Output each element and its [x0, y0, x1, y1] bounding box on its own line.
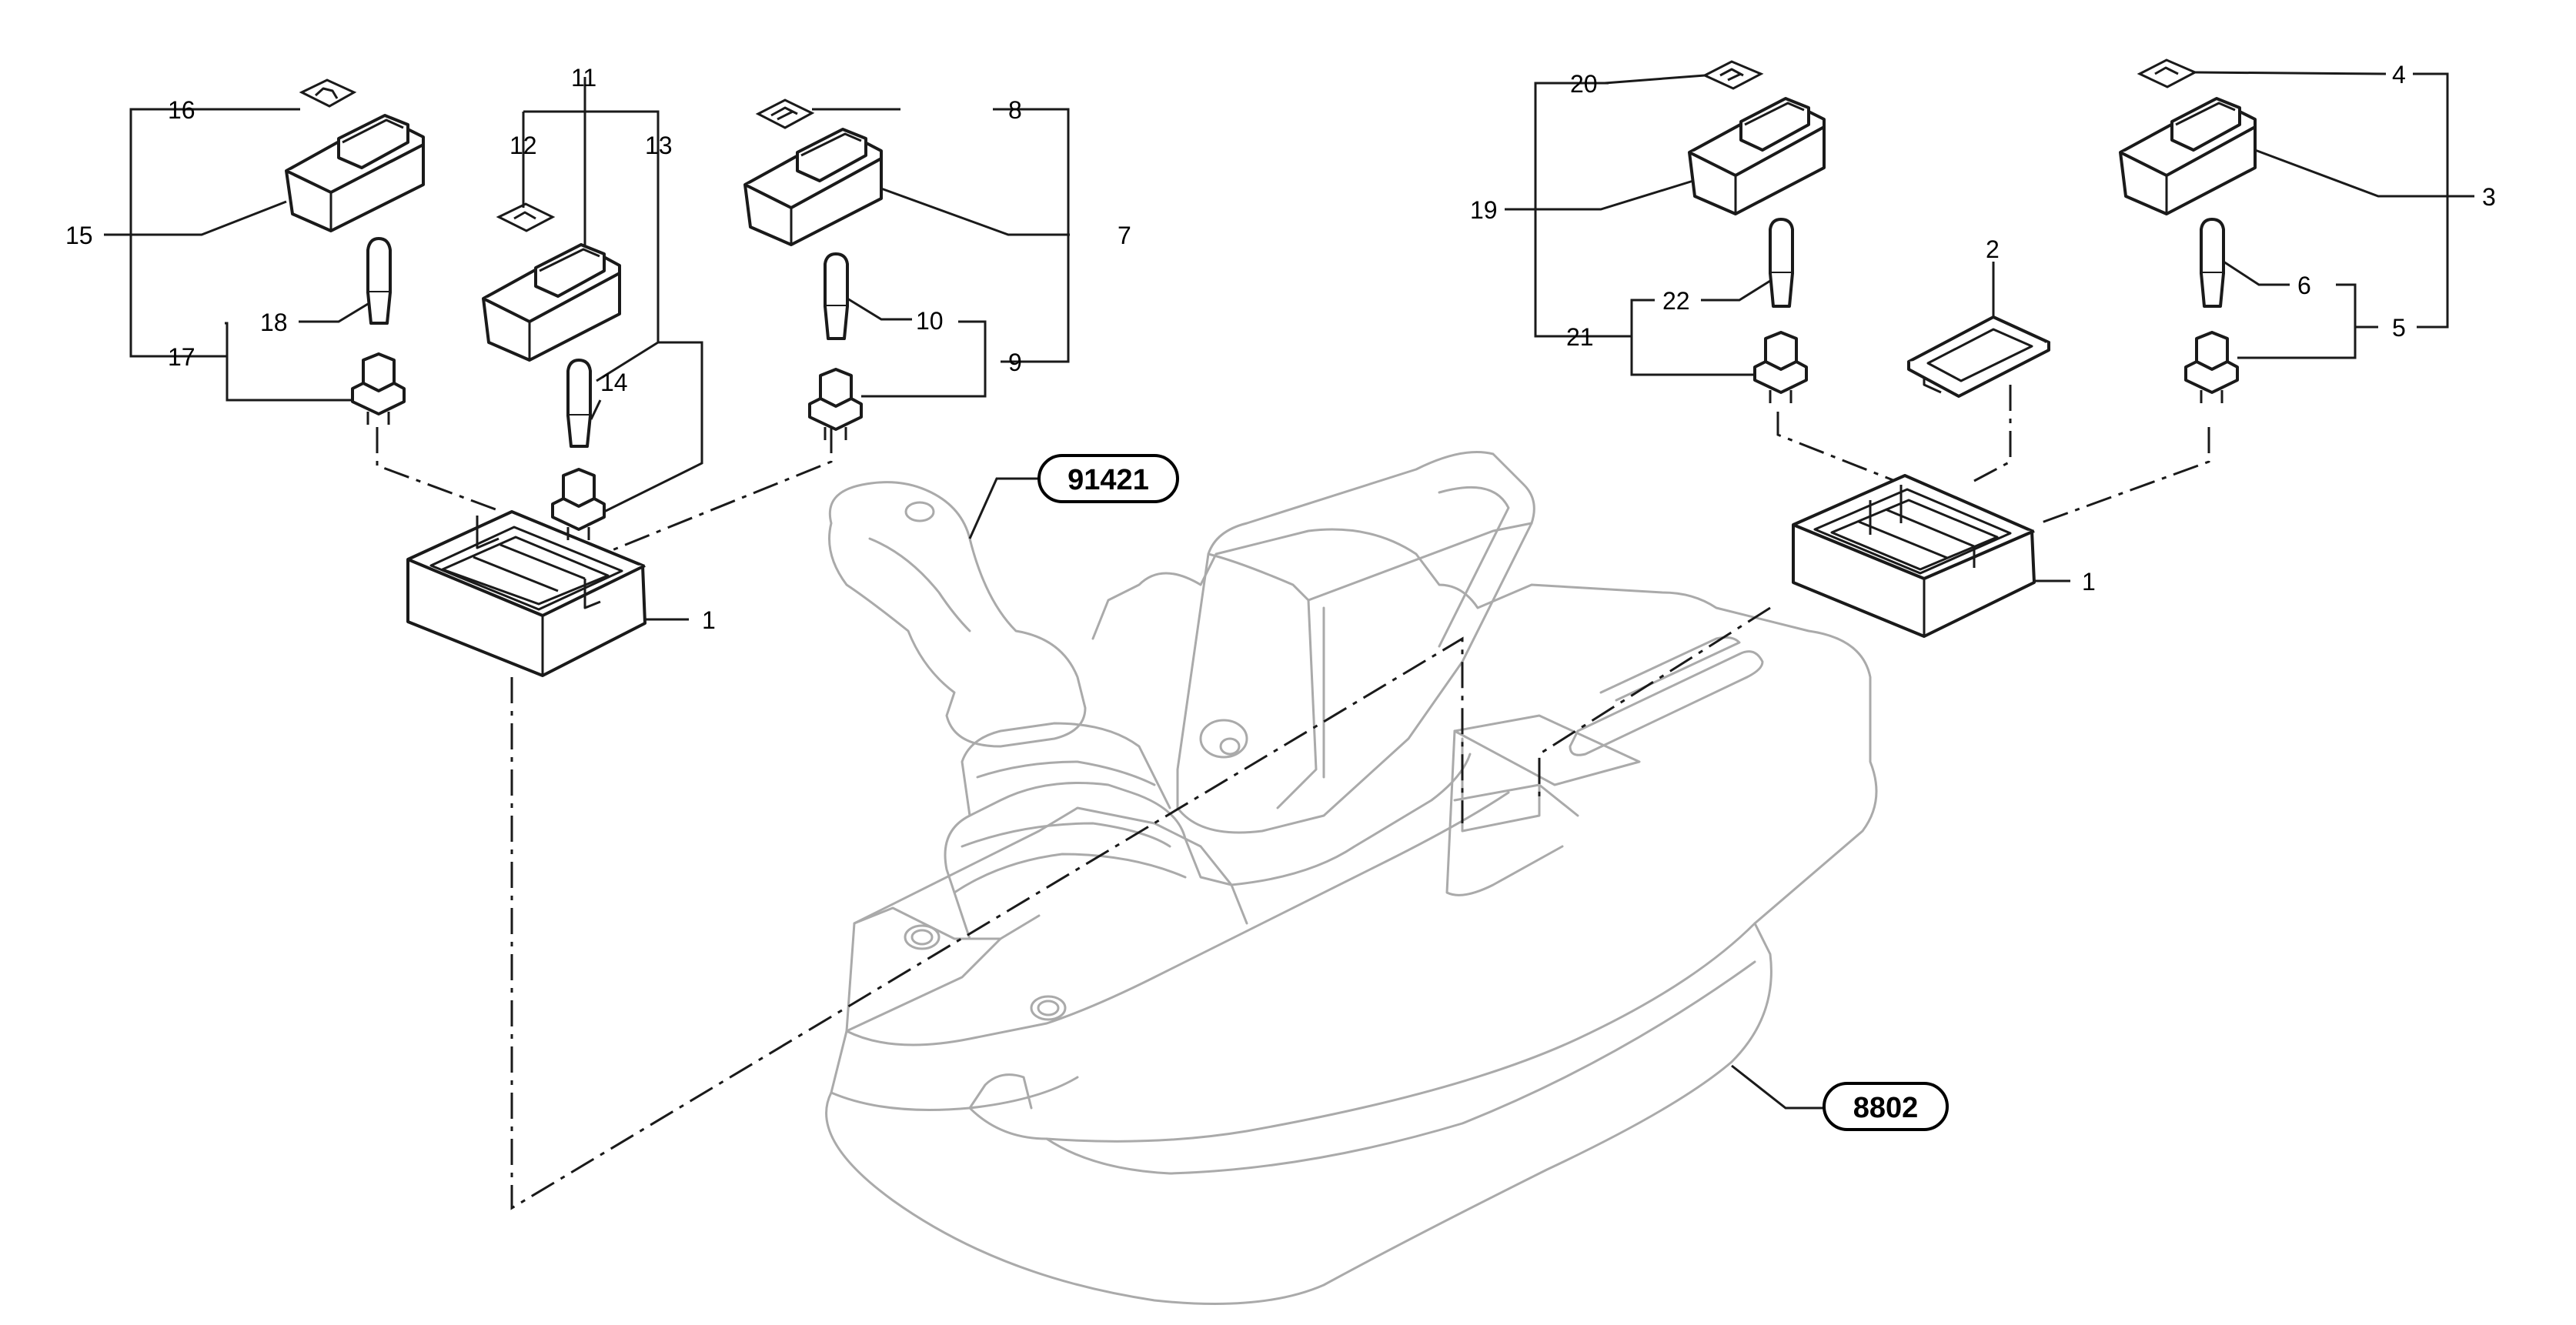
- callout-18: 18: [260, 309, 288, 336]
- blank-cover-plate: [1907, 315, 2050, 398]
- callout-10: 10: [916, 307, 944, 335]
- bulb-14: [566, 359, 592, 448]
- callout-3: 3: [2482, 183, 2496, 211]
- callout-14: 14: [600, 369, 628, 396]
- callout-22: 22: [1662, 287, 1690, 315]
- bulb-holder-17: [351, 352, 406, 425]
- callout-6: 6: [2297, 272, 2311, 299]
- rocker-switch-3: [2119, 97, 2257, 215]
- bulb-holder-9: [808, 368, 863, 440]
- callout-11: 11: [571, 64, 596, 92]
- assembly-ref-91421-label: 91421: [1067, 464, 1149, 496]
- leader-lines: [104, 71, 2474, 1110]
- callout-1-right: 1: [2082, 568, 2096, 596]
- callout-5: 5: [2392, 314, 2406, 342]
- assembly-reference-91421[interactable]: 91421: [1037, 454, 1179, 503]
- callout-12: 12: [510, 132, 537, 159]
- bulb-22: [1769, 218, 1794, 308]
- callout-labels: 16 15 18 17 11 12 13 14 8 7 10 9 1 20 19…: [65, 61, 2496, 634]
- assembly-reference-8802[interactable]: 8802: [1823, 1082, 1949, 1131]
- hazard-symbol-icon: [755, 98, 815, 129]
- rocker-switch-19: [1688, 97, 1826, 215]
- callout-19: 19: [1470, 196, 1498, 224]
- bulb-holder-13: [551, 468, 606, 540]
- rocker-switch-7: [743, 128, 883, 246]
- callout-21: 21: [1566, 323, 1594, 351]
- beacon-symbol-icon: [1702, 60, 1764, 90]
- lamp-symbol-icon: [496, 202, 556, 232]
- callout-15: 15: [65, 222, 93, 249]
- assembly-ref-8802-label: 8802: [1853, 1092, 1919, 1124]
- rocker-switch-15: [285, 114, 425, 232]
- tool-symbol-icon: [2137, 58, 2198, 88]
- callout-8: 8: [1008, 96, 1022, 124]
- console-housing: [825, 451, 1878, 1305]
- callout-9: 9: [1008, 349, 1022, 376]
- callout-13: 13: [645, 132, 673, 159]
- callout-16: 16: [168, 96, 195, 124]
- rocker-switch-11: [482, 243, 621, 362]
- bulb-holder-21: [1753, 331, 1808, 403]
- switch-panel-left: [406, 510, 647, 677]
- callout-7: 7: [1118, 222, 1131, 249]
- callout-1-left: 1: [702, 606, 716, 634]
- callout-2: 2: [1986, 235, 2000, 263]
- bulb-6: [2200, 218, 2225, 308]
- bulb-holder-5: [2184, 331, 2239, 403]
- callout-17: 17: [168, 343, 195, 371]
- bulb-10: [824, 252, 849, 340]
- callout-20: 20: [1570, 70, 1598, 98]
- bulb-18: [366, 237, 392, 325]
- callout-4: 4: [2392, 61, 2406, 88]
- switch-panel-right: [1792, 474, 2036, 638]
- assembly-path-lines: [376, 385, 2210, 1210]
- work-light-symbol-icon: [299, 78, 357, 108]
